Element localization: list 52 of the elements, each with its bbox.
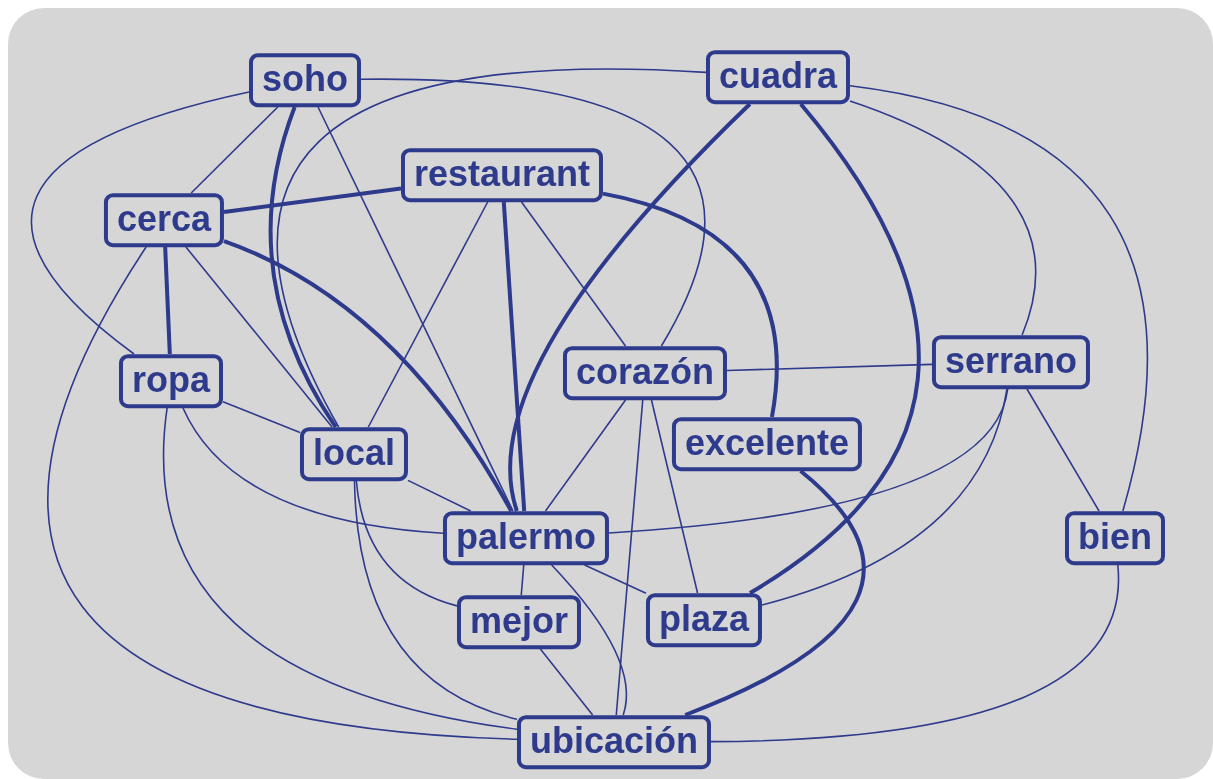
connector-line — [710, 564, 1119, 743]
word-box: soho — [249, 53, 361, 107]
word-box: cuadra — [705, 50, 851, 104]
connector-line — [550, 564, 628, 716]
word-box: local — [300, 427, 408, 481]
connector-line — [190, 106, 279, 194]
connector-line — [1026, 388, 1100, 512]
connector-line — [544, 399, 627, 512]
connector-line — [30, 91, 250, 355]
connector-line — [726, 363, 933, 372]
connector-line — [539, 648, 594, 716]
word-box: bien — [1065, 511, 1165, 565]
connector-line — [360, 78, 706, 347]
connector-line — [317, 106, 514, 512]
connector-line — [602, 191, 779, 418]
connector-line — [223, 186, 402, 214]
word-box: ropa — [119, 354, 223, 408]
connector-line — [761, 388, 1008, 606]
word-box: ubicación — [517, 715, 711, 769]
connector-line — [849, 100, 1037, 336]
word-box: cerca — [103, 193, 225, 247]
connector-line — [276, 68, 707, 428]
connector-line — [47, 246, 518, 741]
connector-line — [222, 400, 301, 434]
word-box: corazón — [563, 346, 727, 400]
word-box: palermo — [443, 511, 609, 565]
connector-line — [615, 399, 644, 716]
word-box: mejor — [457, 595, 581, 649]
connector-line — [608, 388, 1009, 534]
connector-line — [162, 407, 518, 731]
connector-line — [583, 564, 647, 595]
connector-line — [684, 469, 866, 717]
connector-line — [849, 84, 1148, 512]
connector-line — [185, 246, 333, 428]
connector-line — [223, 239, 513, 512]
word-box: excelente — [671, 417, 863, 471]
connector-line — [407, 479, 472, 512]
connector-line — [748, 102, 920, 595]
word-box: serrano — [931, 335, 1091, 389]
connector-line — [508, 102, 752, 512]
word-box: plaza — [646, 593, 762, 647]
connector-line — [353, 480, 518, 721]
word-box: restaurant — [400, 148, 604, 202]
connector-line — [367, 201, 489, 428]
connector-line — [182, 407, 444, 534]
connector-line — [163, 246, 172, 355]
connector-line — [268, 106, 338, 429]
connector-line — [501, 201, 527, 512]
connector-line — [355, 480, 458, 607]
connector-line — [520, 564, 525, 596]
connector-line — [520, 201, 627, 347]
connector-line — [650, 399, 699, 594]
